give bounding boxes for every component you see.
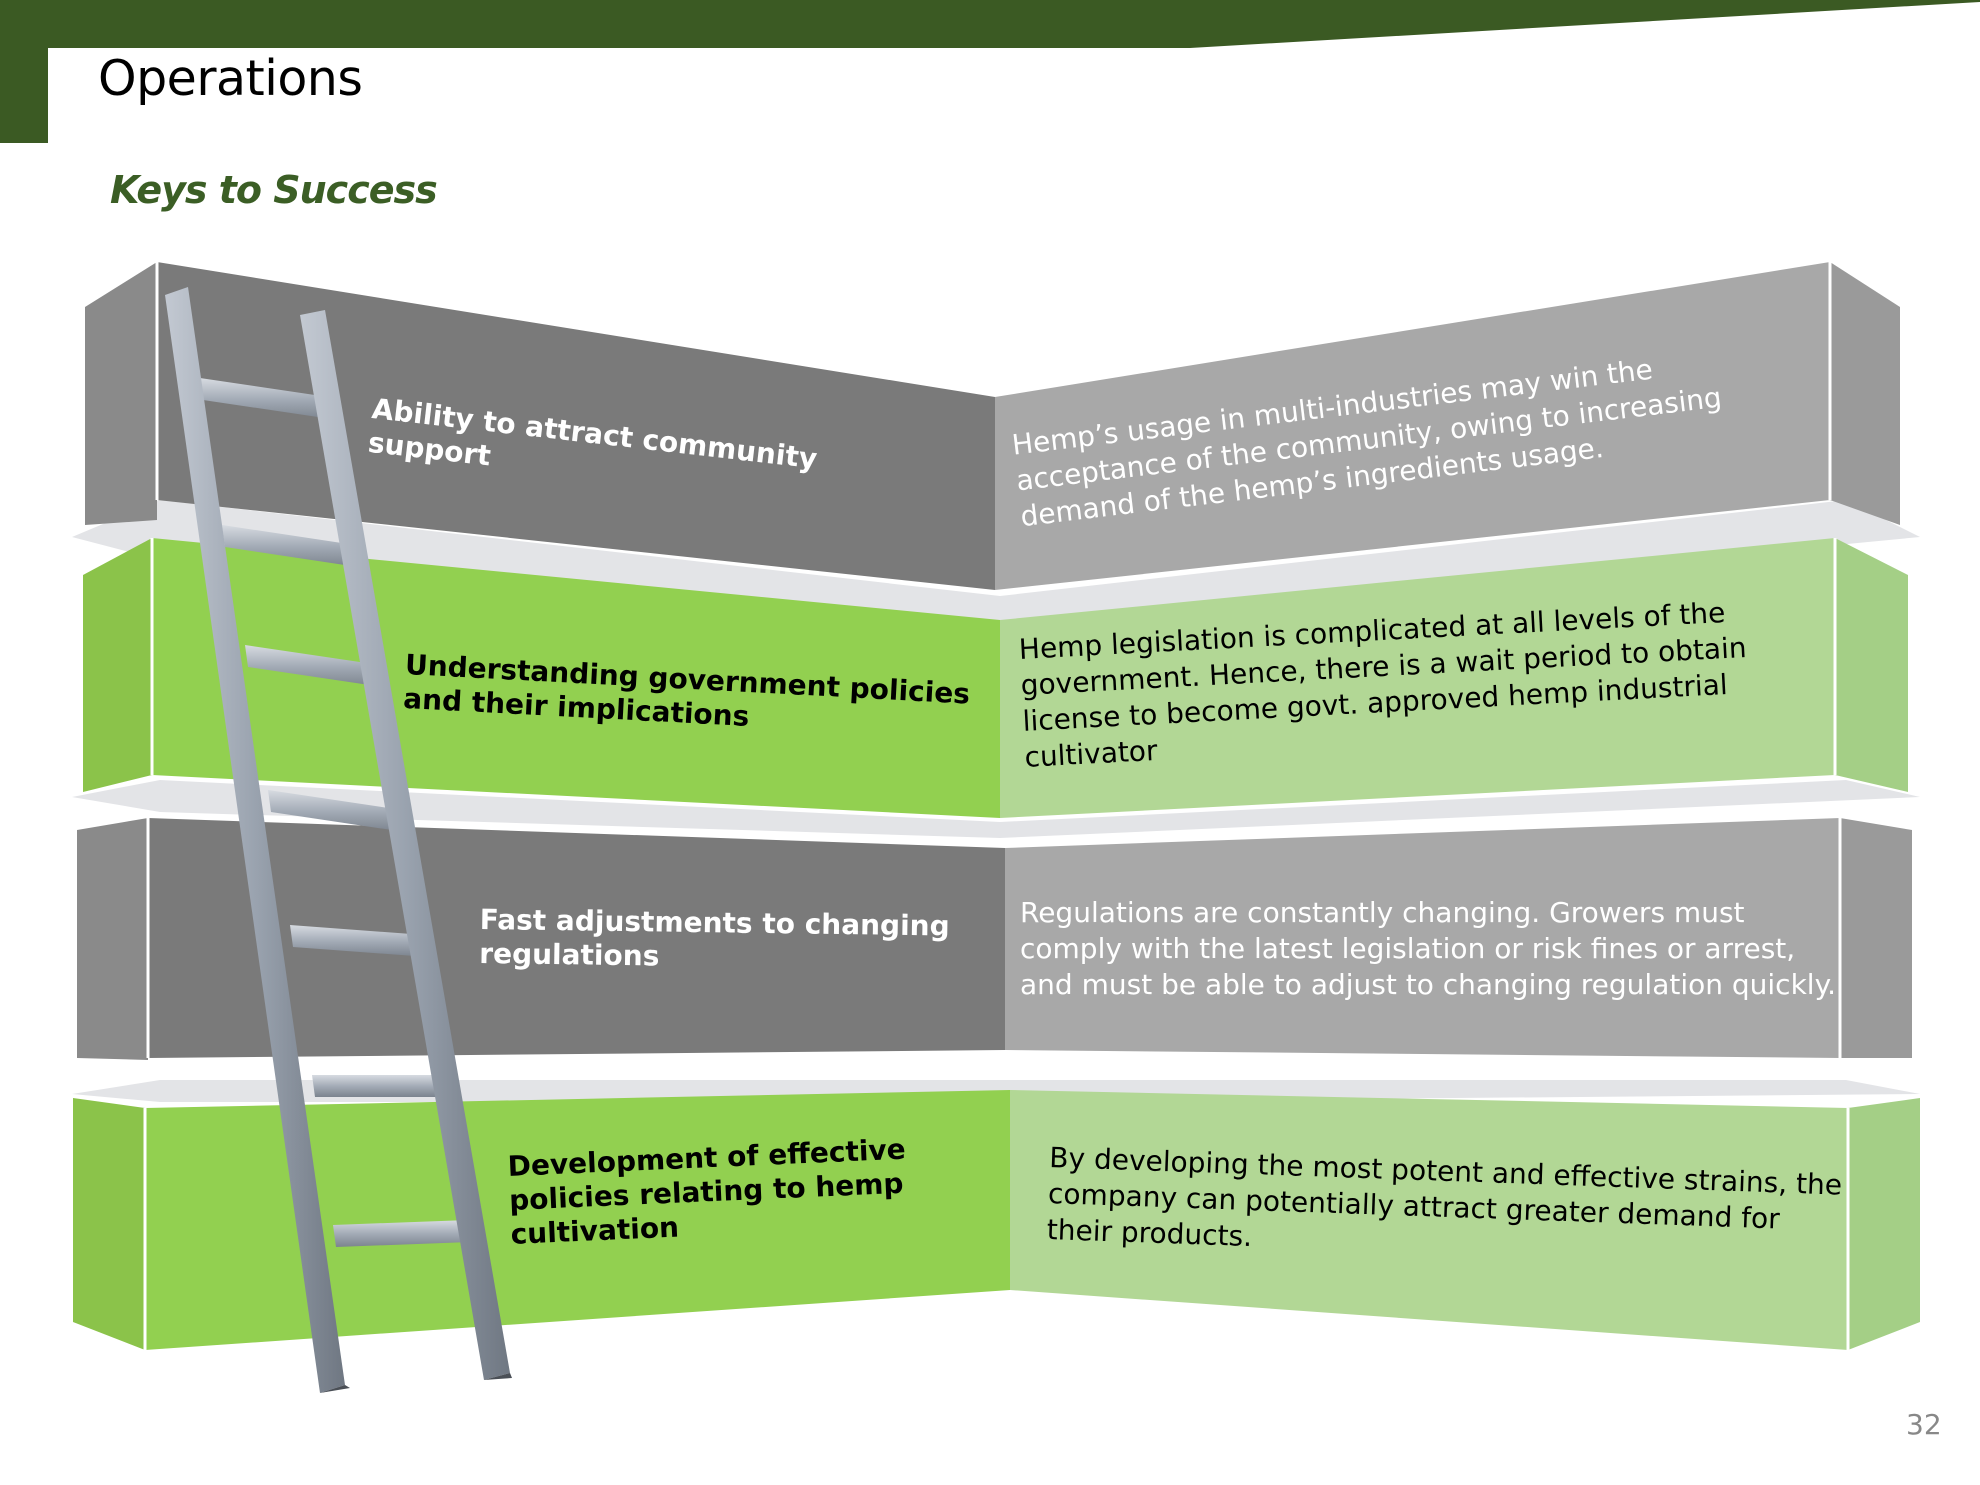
row4-left-side	[73, 1098, 145, 1350]
row1-right-side	[1830, 262, 1900, 525]
row3-left-panel	[148, 818, 1005, 1058]
shelf-1	[72, 500, 1920, 625]
description-3: Regulations are constantly changing. Gro…	[1020, 896, 1837, 1001]
key-label-3: Fast adjustments to changing regulations	[479, 903, 950, 973]
row2-left-side	[83, 538, 152, 792]
row1-left-side	[85, 262, 157, 525]
panel-edges	[143, 262, 1850, 1350]
row3-left-side	[77, 818, 148, 1060]
row1-right-panel	[995, 262, 1830, 590]
row4-left-panel	[145, 1090, 1010, 1350]
row4-right-panel	[1010, 1090, 1848, 1350]
slide-subtitle: Keys to Success	[110, 168, 438, 212]
slide-title: Operations	[98, 50, 363, 107]
row2-right-panel	[1000, 538, 1835, 818]
ladder-icon	[165, 287, 512, 1393]
row3-right-panel	[1005, 818, 1840, 1058]
row1-left-panel	[157, 262, 995, 590]
shelf-2	[72, 780, 1920, 838]
row3-right-side	[1840, 818, 1912, 1058]
row2-right-side	[1835, 538, 1908, 792]
row4-right-side	[1848, 1098, 1920, 1350]
page-number: 32	[1906, 1408, 1942, 1441]
key-label-4: Development of effective policies relati…	[507, 1132, 907, 1251]
header-bar	[0, 0, 1980, 143]
